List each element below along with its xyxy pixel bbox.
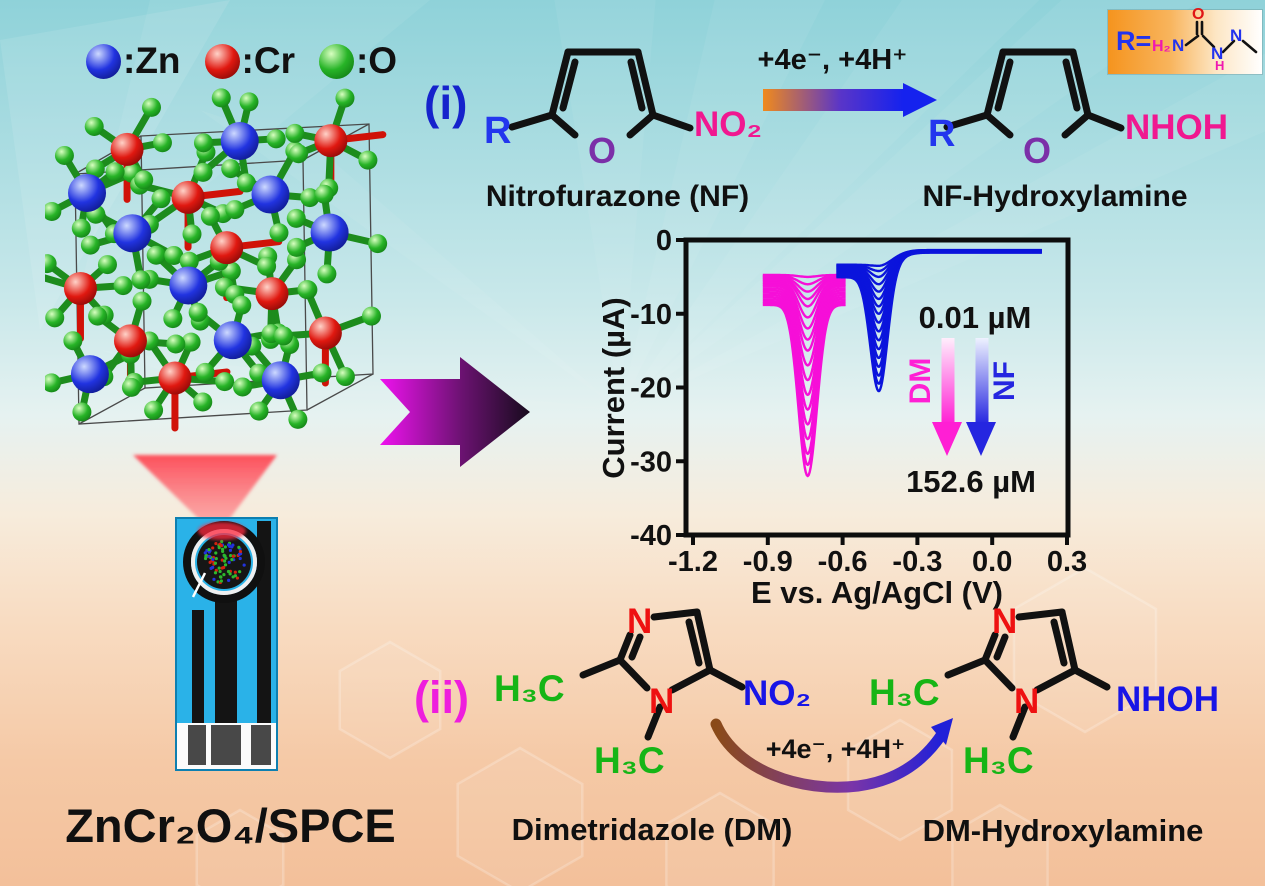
o-sphere-icon: [318, 43, 354, 79]
nf-hydroxylamine-structure: [943, 48, 1125, 139]
dm-hydroxylamine-structure: [944, 608, 1111, 741]
dm-n-top: N: [627, 602, 653, 641]
reaction-ii-arrow-icon: [710, 718, 953, 793]
dm-concentration-arrow: [941, 338, 955, 424]
nf-series-label: NF: [988, 361, 1021, 401]
nfh-r-label: R: [928, 113, 956, 155]
legend-label-zn: :Zn: [123, 40, 181, 81]
r-box-o: O: [1192, 6, 1205, 23]
dpv-chart: -1.2 -0.9 -0.6 -0.3 0.0 0.3 0 -10 -20 -30 -40 Curr…: [596, 225, 1103, 628]
dmh-nhoh-label: NHOH: [1116, 680, 1220, 719]
crystal-structure-illustration: [45, 88, 388, 432]
nitrofurazone-structure: [508, 48, 694, 139]
nf-no2-label: NO₂: [694, 105, 763, 144]
reaction-i-arrow-icon: [763, 83, 937, 117]
r-box-h2: H₂: [1152, 38, 1171, 55]
atom-legend: :Zn :Cr :O: [86, 40, 415, 82]
y-tick-label: 0: [656, 226, 672, 257]
dmh-n-top: N: [992, 602, 1018, 641]
reaction-ii-index: (ii): [414, 672, 469, 723]
legend-label-o: :O: [355, 40, 398, 81]
conc-low-label: 0.01 µM: [919, 300, 1032, 335]
dm-name: Dimetridazole (DM): [511, 812, 793, 847]
laser-glow: [198, 522, 246, 540]
r-box-h-mid: H: [1215, 58, 1225, 73]
legend-item-o: :O: [318, 40, 398, 82]
x-tick-label: -1.2: [668, 546, 718, 578]
dm-no2-label: NO₂: [743, 674, 812, 713]
nf-concentration-arrow: [975, 338, 989, 424]
y-tick-label: -20: [630, 373, 672, 405]
scheme-arrow-icon: [380, 357, 530, 467]
x-tick-label: -0.9: [743, 546, 793, 578]
dm-n-ring: N: [649, 682, 675, 721]
r-box-r-label: R=: [1116, 26, 1152, 56]
nf-name: Nitrofurazone (NF): [485, 180, 750, 213]
y-tick-label: -10: [630, 299, 672, 331]
reaction-i-arrow-label: +4e⁻, +4H⁺: [757, 44, 908, 76]
spce-electrode-illustration: [133, 455, 278, 771]
legend-item-zn: :Zn: [86, 40, 181, 82]
legend-item-cr: :Cr: [204, 40, 295, 82]
r-box-n-mid: N: [1211, 44, 1224, 63]
laser-cone-icon: [133, 455, 277, 525]
dmh-name: DM-Hydroxylamine: [922, 813, 1204, 848]
legend-label-cr: :Cr: [241, 40, 295, 81]
nf-r-label: R: [484, 110, 512, 152]
x-tick-label: 0.0: [972, 546, 1012, 578]
nfh-o-label: O: [1023, 130, 1052, 171]
r-box-n-amine: N: [1172, 36, 1185, 55]
reaction-ii-arrow-label: +4e⁻, +4H⁺: [765, 734, 906, 764]
dm-series-label: DM: [904, 358, 937, 405]
zn-sphere-icon: [86, 43, 121, 79]
r-box-n-end: N: [1230, 26, 1243, 45]
dm-ch3-left: H₃C: [494, 668, 565, 709]
x-tick-label: 0.3: [1047, 546, 1087, 578]
dmh-ch3-left: H₃C: [869, 672, 940, 713]
electrode-label: ZnCr₂O₄/SPCE: [65, 799, 396, 852]
nf-o-label: O: [588, 130, 617, 171]
y-axis-title: Current (µA): [598, 297, 631, 478]
nfh-nhoh-label: NHOH: [1125, 108, 1229, 147]
x-tick-label: -0.3: [892, 546, 942, 578]
x-axis-title: E vs. Ag/AgCl (V): [751, 575, 1003, 610]
dimetridazole-structure: [579, 608, 746, 741]
dmh-n-ring: N: [1014, 682, 1040, 721]
x-tick-label: -0.6: [818, 546, 868, 578]
dmh-ch3-bottom: H₃C: [963, 740, 1034, 781]
conc-high-label: 152.6 µM: [906, 464, 1036, 499]
nfh-name: NF-Hydroxylamine: [922, 180, 1188, 213]
y-tick-label: -30: [630, 446, 672, 478]
reaction-i-index: (i): [424, 77, 468, 129]
dm-ch3-bottom: H₃C: [594, 740, 665, 781]
y-tick-label: -40: [630, 520, 672, 552]
r-group-box: R= H₂ N O N H N: [1108, 6, 1262, 74]
cr-sphere-icon: [204, 43, 240, 79]
